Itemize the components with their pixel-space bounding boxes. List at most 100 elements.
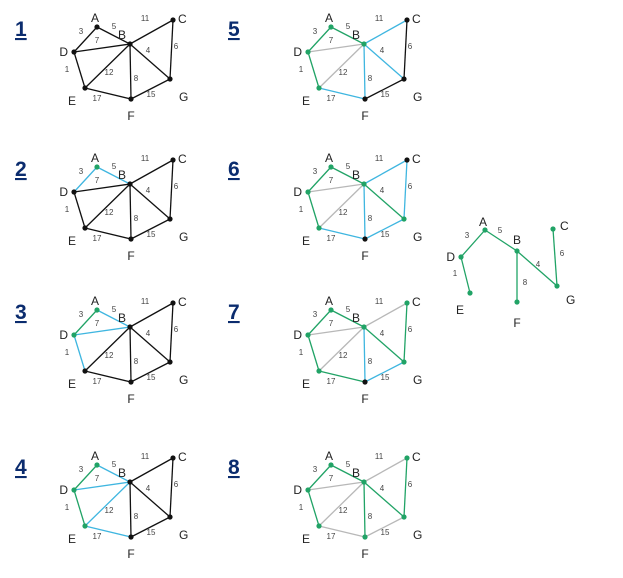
- edge-weight-bf: 8: [134, 214, 139, 223]
- edge-weight-ef: 17: [327, 532, 336, 541]
- edge-ad: [73, 309, 98, 336]
- edge-bc: [363, 457, 408, 483]
- edge-bc: [129, 302, 174, 328]
- edge-weight-ab: 5: [112, 162, 117, 171]
- edge-cg: [403, 457, 408, 518]
- edge-de: [307, 489, 320, 527]
- vertex-label-d: D: [59, 328, 68, 342]
- vertex-c: [170, 455, 176, 461]
- edge-eb: [318, 183, 365, 229]
- edge-bc: [363, 19, 408, 45]
- vertex-e: [316, 85, 322, 91]
- edge-weight-ef: 17: [93, 377, 102, 386]
- step-number: 3: [15, 301, 27, 324]
- edge-fg: [130, 78, 171, 100]
- edge-fg: [130, 361, 171, 383]
- edge-bg: [363, 481, 405, 518]
- vertex-b: [361, 479, 367, 485]
- edge-eb: [318, 43, 365, 89]
- vertex-label-d: D: [293, 328, 302, 342]
- edge-weight-de: 1: [65, 348, 70, 357]
- vertex-d: [305, 49, 311, 55]
- vertex-f: [362, 379, 368, 385]
- vertex-label-b: B: [352, 28, 360, 42]
- edge-weight-db: 7: [95, 176, 100, 185]
- vertex-g: [401, 359, 407, 365]
- edge-weight-bg: 4: [380, 329, 385, 338]
- vertex-label-g: G: [179, 230, 188, 244]
- edge-ef: [84, 525, 132, 538]
- vertex-d: [71, 189, 77, 195]
- vertex-f: [128, 236, 134, 242]
- vertex-label-f: F: [361, 109, 368, 123]
- vertex-label-f: F: [361, 547, 368, 561]
- result-vertex-d: [458, 254, 464, 260]
- edge-weight-bf: 8: [368, 74, 373, 83]
- edge-bg: [363, 183, 405, 220]
- edge-weight-bf: 8: [368, 512, 373, 521]
- vertex-label-d: D: [59, 483, 68, 497]
- vertex-label-f: F: [127, 109, 134, 123]
- edge-de: [73, 334, 86, 372]
- vertex-g: [167, 216, 173, 222]
- edge-fg: [364, 218, 405, 240]
- edge-weight-db: 7: [95, 36, 100, 45]
- vertex-label-e: E: [68, 234, 76, 248]
- edge-ef: [84, 370, 132, 383]
- vertex-label-a: A: [91, 11, 99, 25]
- vertex-g: [401, 76, 407, 82]
- step-number: 1: [15, 18, 27, 41]
- edge-weight-bc: 11: [375, 297, 384, 306]
- vertex-f: [362, 236, 368, 242]
- edge-weight-db: 7: [329, 36, 334, 45]
- edge-weight-eb: 12: [105, 208, 114, 217]
- result-vertex-c: [550, 226, 556, 232]
- step-number: 6: [228, 158, 240, 181]
- edge-weight-ad: 3: [79, 465, 84, 474]
- vertex-a: [94, 164, 100, 170]
- edge-ef: [318, 370, 366, 383]
- vertex-label-a: A: [91, 294, 99, 308]
- edge-weight-de: 1: [299, 503, 304, 512]
- vertex-a: [94, 24, 100, 30]
- edge-bc: [129, 457, 174, 483]
- edge-weight-ad: 3: [313, 465, 318, 474]
- edge-bf: [363, 183, 366, 240]
- vertex-c: [170, 157, 176, 163]
- edge-db: [307, 481, 365, 491]
- edge-de: [307, 191, 320, 229]
- edge-fg: [364, 78, 405, 100]
- edge-weight-eb: 12: [105, 68, 114, 77]
- vertex-label-c: C: [412, 12, 421, 26]
- edge-ab: [96, 464, 131, 483]
- step-number: 5: [228, 18, 240, 41]
- edge-db: [73, 183, 131, 193]
- edge-db: [307, 183, 365, 193]
- vertex-f: [128, 534, 134, 540]
- edge-weight-bg: 4: [146, 46, 151, 55]
- edge-cg: [169, 19, 174, 80]
- edge-weight-fg: 15: [147, 230, 156, 239]
- vertex-e: [82, 368, 88, 374]
- edge-weight-ab: 5: [112, 460, 117, 469]
- edge-bf: [129, 326, 132, 383]
- vertex-a: [94, 462, 100, 468]
- edge-ab: [330, 464, 365, 483]
- edge-weight-ab: 5: [346, 305, 351, 314]
- edge-weight-bf: 8: [368, 357, 373, 366]
- edge-weight-cg: 6: [408, 480, 413, 489]
- edge-weight-bg: 4: [380, 186, 385, 195]
- edge-weight-bf: 8: [134, 357, 139, 366]
- edge-ad: [73, 464, 98, 491]
- vertex-label-b: B: [352, 311, 360, 325]
- edge-cg: [403, 302, 408, 363]
- vertex-label-e: E: [68, 532, 76, 546]
- vertex-d: [305, 332, 311, 338]
- vertex-f: [362, 96, 368, 102]
- vertex-b: [127, 324, 133, 330]
- vertex-f: [128, 379, 134, 385]
- vertex-g: [401, 216, 407, 222]
- edge-eb: [84, 326, 131, 372]
